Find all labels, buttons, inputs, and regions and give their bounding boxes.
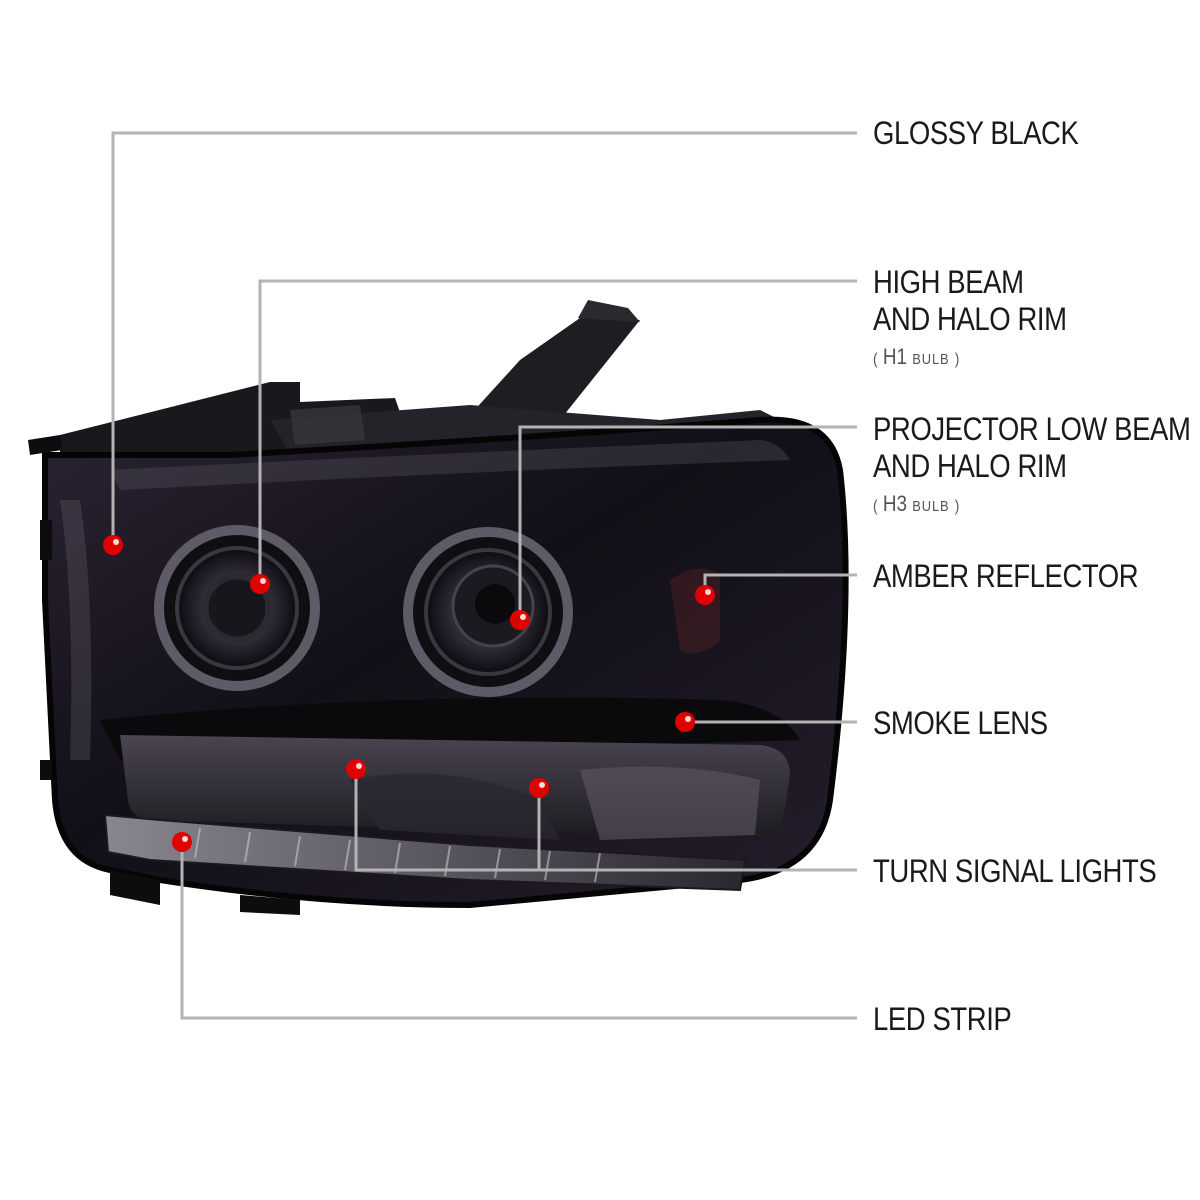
leader-line-glossy-black <box>111 131 857 545</box>
bulb-code: H1 <box>882 344 908 369</box>
callout-markers <box>103 535 715 852</box>
label-low-beam-line2: AND HALO RIM <box>873 448 1067 484</box>
marker-turn-signal-2 <box>529 778 549 798</box>
label-low-beam-bulb: ( H3 BULB ) <box>873 491 959 517</box>
bulb-word: BULB <box>912 498 950 515</box>
label-led-strip: LED STRIP <box>873 1001 1012 1037</box>
label-glossy-black: GLOSSY BLACK <box>873 115 1079 151</box>
bulb-close-paren: ) <box>954 498 960 515</box>
headlight-product <box>28 300 849 915</box>
marker-glossy-black <box>103 535 123 555</box>
marker-led-strip <box>172 832 192 852</box>
bulb-code: H3 <box>882 491 908 516</box>
label-turn-signal-lights: TURN SIGNAL LIGHTS <box>873 853 1157 889</box>
leader-line-turn-signal <box>354 769 857 872</box>
low-beam-projector <box>403 527 573 697</box>
bulb-word: BULB <box>912 351 950 368</box>
bulb-open-paren: ( <box>873 498 878 515</box>
label-low-beam-line1: PROJECTOR LOW BEAM <box>873 411 1191 447</box>
high-beam-projector <box>154 525 320 691</box>
label-high-beam-line1: HIGH BEAM <box>873 264 1024 300</box>
label-high-beam-bulb: ( H1 BULB ) <box>873 344 959 370</box>
mount-tab <box>578 300 640 322</box>
bulb-open-paren: ( <box>873 351 878 368</box>
leader-line-led-strip <box>180 842 857 1020</box>
leader-line-high-beam <box>258 279 857 584</box>
label-amber-reflector: AMBER REFLECTOR <box>873 558 1139 594</box>
marker-low-beam <box>510 610 530 630</box>
leader-lines <box>111 131 857 1020</box>
marker-smoke-lens <box>675 712 695 732</box>
bulb-close-paren: ) <box>954 351 960 368</box>
label-high-beam-line2: AND HALO RIM <box>873 301 1067 337</box>
marker-high-beam <box>250 574 270 594</box>
marker-amber-reflector <box>695 585 715 605</box>
label-smoke-lens: SMOKE LENS <box>873 705 1048 741</box>
leader-line-low-beam <box>518 425 857 620</box>
marker-turn-signal-1 <box>346 759 366 779</box>
